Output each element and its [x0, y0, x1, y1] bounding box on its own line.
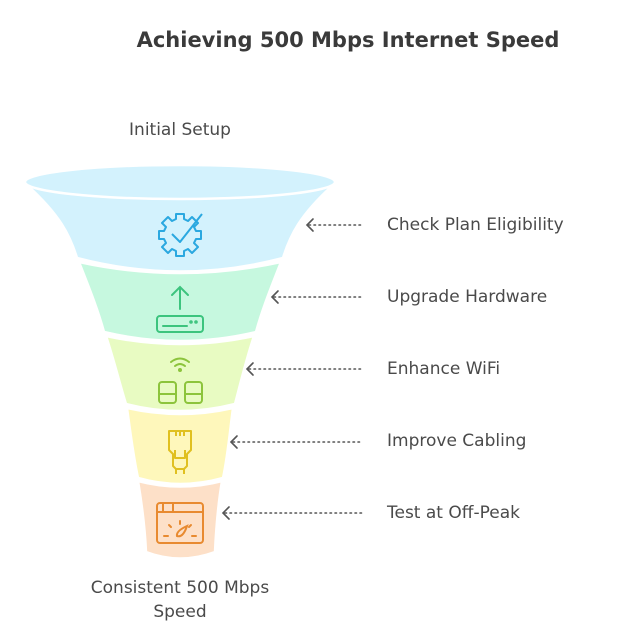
- gear-check-icon: [158, 213, 203, 257]
- connector-arrow-2: [270, 290, 363, 304]
- ethernet-cable-icon: [168, 430, 192, 474]
- stage-label-check-plan: Check Plan Eligibility: [387, 215, 564, 235]
- mesh-wifi-icon: [158, 357, 203, 404]
- diagram-title: Achieving 500 Mbps Internet Speed: [136, 28, 560, 52]
- funnel-stage-1: [23, 183, 337, 273]
- bottom-label-line2: Speed: [153, 602, 207, 622]
- stage-label-improve-cabling: Improve Cabling: [387, 431, 527, 451]
- connector-arrow-1: [305, 218, 363, 232]
- stage-label-test-off-peak: Test at Off-Peak: [387, 503, 520, 523]
- connector-arrow-5: [221, 506, 363, 520]
- router-upgrade-icon: [156, 285, 204, 333]
- bottom-label-line1: Consistent 500 Mbps: [90, 578, 270, 598]
- connector-arrow-3: [245, 362, 363, 376]
- stage-label-upgrade-hardware: Upgrade Hardware: [387, 287, 548, 307]
- connector-arrow-4: [229, 435, 363, 449]
- funnel-stage-4: [125, 406, 235, 486]
- funnel-bottom-label: Consistent 500 Mbps Speed: [30, 576, 330, 624]
- stage-label-enhance-wifi: Enhance WiFi: [387, 359, 501, 379]
- funnel-stage-5: [136, 479, 224, 560]
- funnel-top-rim: [23, 163, 337, 201]
- funnel-stage-3: [104, 334, 256, 413]
- speed-test-icon: [156, 502, 204, 544]
- funnel-top-label: Initial Setup: [129, 120, 231, 140]
